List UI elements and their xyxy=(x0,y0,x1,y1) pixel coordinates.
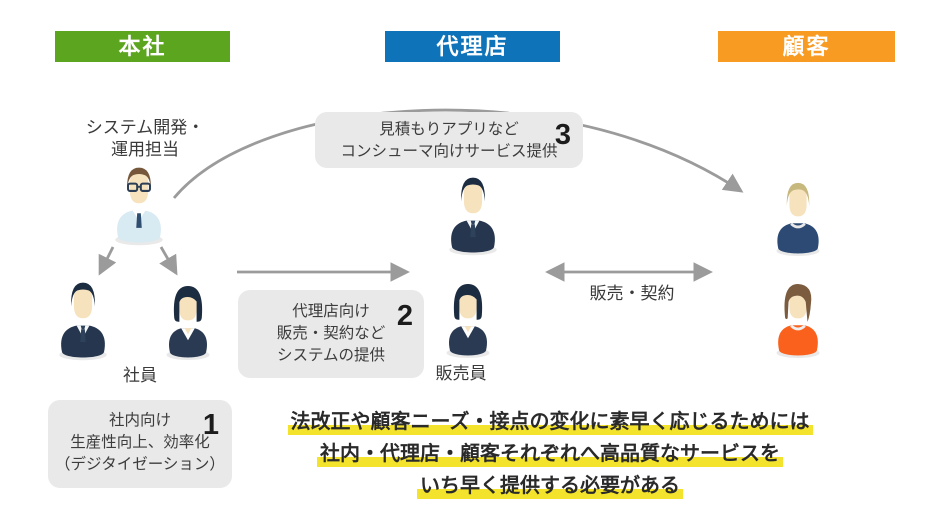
column-header-label: 本社 xyxy=(118,34,167,59)
service-box-text: 社内向け 生産性向上、効率化 （デジタイゼーション） xyxy=(55,412,225,473)
person-icon-customer-woman xyxy=(767,280,829,362)
column-header-customer: 顧客 xyxy=(718,31,895,62)
service-box-consumer: 3 見積もりアプリなど コンシューマ向けサービス提供 xyxy=(315,112,583,168)
label-employees: 社員 xyxy=(123,366,157,385)
service-box-internal: 1 社内向け 生産性向上、効率化 （デジタイゼーション） xyxy=(48,400,232,488)
person-icon-system-dev xyxy=(106,164,172,248)
step-number-3: 3 xyxy=(554,119,571,151)
arrow-dev-to-employee-right xyxy=(159,246,178,276)
key-message: 法改正や顧客ニーズ・接点の変化に素早く応じるためには 社内・代理店・顧客それぞれ… xyxy=(250,406,850,502)
label-sales-staff: 販売員 xyxy=(435,364,487,383)
service-box-text: 見積もりアプリなど コンシューマ向けサービス提供 xyxy=(340,121,558,160)
column-header-agency: 代理店 xyxy=(385,31,560,62)
column-header-label: 代理店 xyxy=(436,34,509,59)
key-message-line: 社内・代理店・顧客それぞれへ高品質なサービスを xyxy=(250,438,850,470)
curved-arrow-hq-to-customer xyxy=(172,108,744,199)
person-icon-customer-man xyxy=(767,179,829,259)
label-system-dev-staff: システム開発・ 運用担当 xyxy=(85,118,205,159)
column-header-headquarters: 本社 xyxy=(55,31,230,62)
service-box-agency: 2 代理店向け 販売・契約など システムの提供 xyxy=(238,290,424,378)
person-icon-sales-woman xyxy=(437,279,499,363)
person-icon-sales-man xyxy=(440,174,506,258)
step-number-1: 1 xyxy=(202,409,219,441)
key-message-line: いち早く提供する必要がある xyxy=(250,470,850,502)
service-box-text: 代理店向け 販売・契約など システムの提供 xyxy=(276,303,386,364)
key-message-line: 法改正や顧客ニーズ・接点の変化に素早く応じるためには xyxy=(250,406,850,438)
step-number-2: 2 xyxy=(396,300,413,332)
column-header-label: 顧客 xyxy=(782,34,831,59)
label-sales-contract: 販売・契約 xyxy=(589,284,675,303)
person-icon-employee-man xyxy=(50,279,116,363)
person-icon-employee-woman xyxy=(157,282,219,364)
arrow-dev-to-employee-left xyxy=(98,246,117,276)
